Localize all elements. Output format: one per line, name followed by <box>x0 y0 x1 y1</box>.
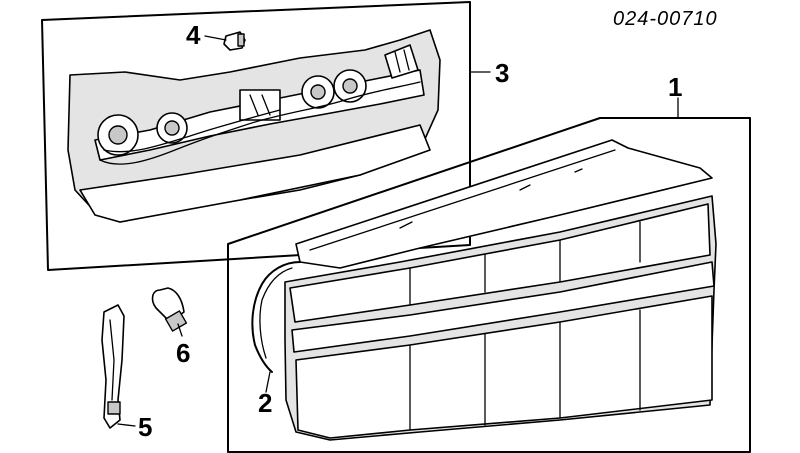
wedge-bulb-part <box>151 287 188 332</box>
callout-2: 2 <box>258 388 272 418</box>
callout-1: 1 <box>668 72 682 102</box>
marker-bracket-part <box>101 304 125 429</box>
socket-center-left <box>156 112 188 144</box>
socket-far-right <box>333 69 367 103</box>
lamp-assembly-panel-frame <box>227 117 751 453</box>
socket-plate-ledge <box>79 124 431 223</box>
harness-connector <box>384 44 419 79</box>
diagram-code: 024-00710 <box>613 8 718 30</box>
socket-right <box>301 75 335 109</box>
screw-part <box>223 31 246 51</box>
wire-harness <box>99 81 421 165</box>
callout-6: 6 <box>176 338 190 368</box>
lamp-seal-gasket <box>251 261 301 373</box>
bulb-holder-panel <box>41 1 471 271</box>
callout-3: 3 <box>495 58 509 88</box>
lamp-lens-divider <box>291 261 715 353</box>
bulb-holder-panel-frame <box>41 1 471 271</box>
wire-harness-secondary <box>103 109 281 153</box>
callout-5: 5 <box>138 412 152 442</box>
callout-4: 4 <box>186 20 201 50</box>
lamp-lens-upper-row <box>289 203 711 323</box>
socket-left <box>97 114 139 156</box>
leader-lines <box>117 35 679 427</box>
lamp-housing-flange <box>295 139 713 269</box>
lamp-assembly-panel <box>227 117 751 453</box>
